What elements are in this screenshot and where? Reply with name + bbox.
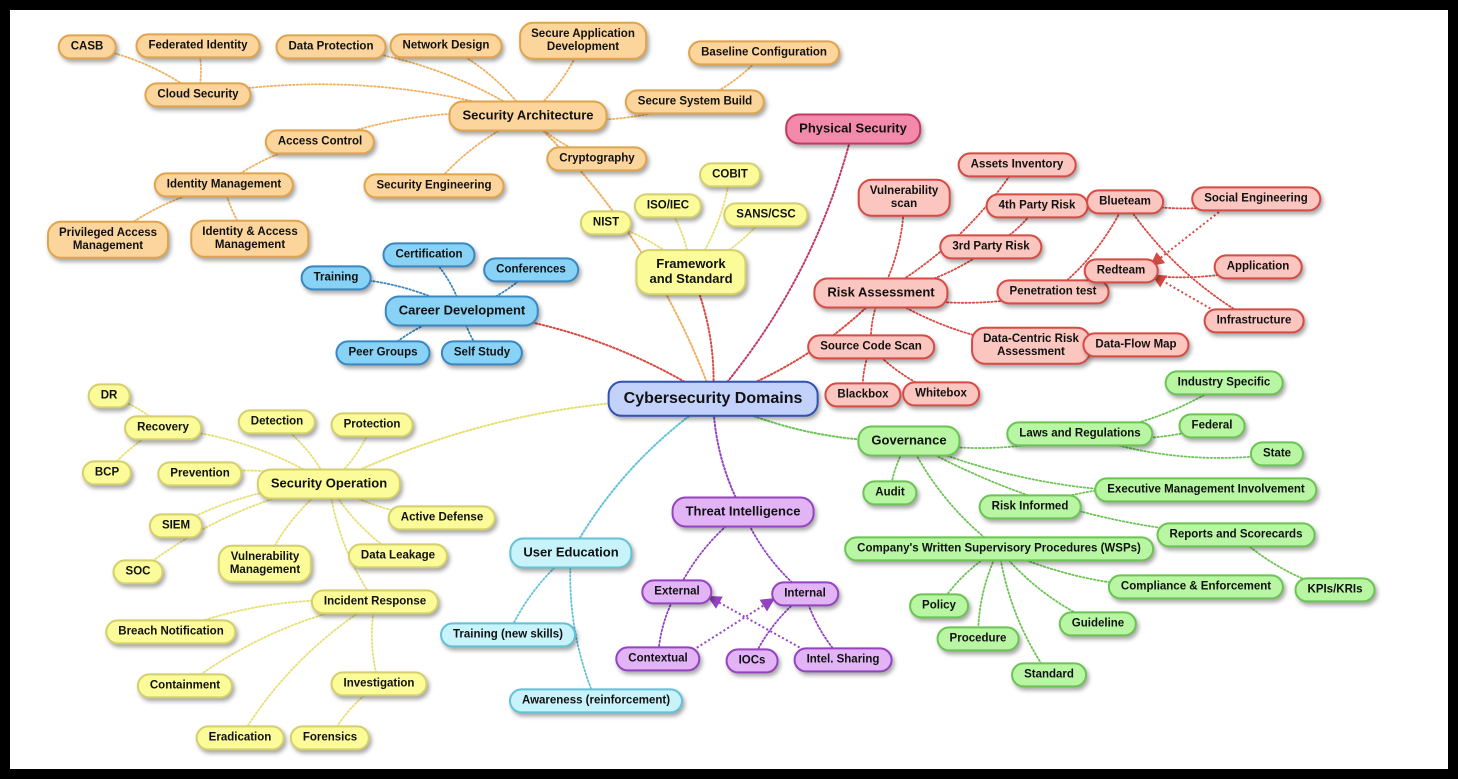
connector-root-usered bbox=[570, 398, 714, 554]
node-infra: Infrastructure bbox=[1203, 308, 1305, 334]
node-trainingnew: Training (new skills) bbox=[440, 622, 576, 648]
node-awareness: Awareness (reinforcement) bbox=[508, 688, 684, 714]
node-state: State bbox=[1249, 441, 1305, 467]
node-dataflow: Data-Flow Map bbox=[1082, 332, 1190, 358]
node-cert: Certification bbox=[382, 242, 476, 268]
connector-wsps-standard bbox=[998, 548, 1050, 676]
node-iso: ISO/IEC bbox=[633, 193, 703, 219]
node-root: Cybersecurity Domains bbox=[607, 380, 819, 418]
node-peer: Peer Groups bbox=[335, 340, 431, 366]
node-prevention: Prevention bbox=[157, 461, 243, 487]
node-fedid: Federated Identity bbox=[135, 33, 261, 59]
node-activedef: Active Defense bbox=[387, 505, 497, 531]
node-soceng: Social Engineering bbox=[1191, 186, 1321, 212]
node-eradication: Eradication bbox=[195, 725, 285, 751]
node-dr: DR bbox=[87, 383, 131, 409]
node-kpis: KPIs/KRIs bbox=[1294, 577, 1376, 603]
node-netdesign: Network Design bbox=[389, 33, 503, 59]
node-datacentric: Data-Centric Risk Assessment bbox=[971, 326, 1091, 366]
connector-root-physsec bbox=[712, 128, 854, 400]
node-policy: Policy bbox=[909, 593, 969, 619]
node-pam: Privileged Access Management bbox=[46, 220, 170, 260]
node-governance: Governance bbox=[857, 425, 961, 457]
node-sans: SANS/CSC bbox=[723, 202, 809, 228]
node-contextual: Contextual bbox=[615, 646, 701, 672]
node-intelsharing: Intel. Sharing bbox=[793, 647, 893, 673]
node-industry: Industry Specific bbox=[1164, 370, 1284, 396]
node-career: Career Development bbox=[384, 295, 540, 327]
node-usered: User Education bbox=[509, 537, 633, 569]
node-iam: Identity & Access Management bbox=[190, 219, 310, 259]
node-whitebox: Whitebox bbox=[902, 381, 980, 407]
node-standard: Standard bbox=[1011, 662, 1087, 688]
node-investigation: Investigation bbox=[330, 671, 428, 697]
mind-map-canvas: Cybersecurity Domains Security Architectu… bbox=[10, 10, 1448, 769]
node-forensics: Forensics bbox=[289, 725, 371, 751]
node-idmgmt: Identity Management bbox=[153, 172, 295, 198]
node-procedure: Procedure bbox=[936, 626, 1020, 652]
node-pentest: Penetration test bbox=[996, 279, 1110, 305]
node-laws: Laws and Regulations bbox=[1006, 421, 1154, 447]
node-dataprot: Data Protection bbox=[275, 34, 387, 60]
node-reports: Reports and Scorecards bbox=[1156, 522, 1316, 548]
node-secsysbuild: Secure System Build bbox=[624, 89, 766, 115]
node-compliance: Compliance & Enforcement bbox=[1107, 574, 1285, 600]
node-audit: Audit bbox=[862, 480, 918, 506]
node-dataleak: Data Leakage bbox=[347, 543, 449, 569]
node-accessctl: Access Control bbox=[264, 129, 376, 155]
node-threatintel: Threat Intelligence bbox=[671, 496, 815, 528]
node-secops: Security Operation bbox=[256, 468, 402, 500]
connector-usered-awareness bbox=[569, 552, 597, 702]
arrow-soceng-redteam bbox=[1149, 202, 1231, 267]
node-internal: Internal bbox=[771, 581, 839, 607]
connector-root-riskassess bbox=[712, 292, 882, 400]
node-casb: CASB bbox=[57, 34, 117, 60]
node-riskinformed: Risk Informed bbox=[978, 494, 1082, 520]
node-cobit: COBIT bbox=[699, 162, 761, 188]
node-bcp: BCP bbox=[81, 460, 133, 486]
node-protection: Protection bbox=[330, 412, 414, 438]
node-federal: Federal bbox=[1178, 413, 1246, 439]
node-external: External bbox=[641, 579, 713, 605]
node-siem: SIEM bbox=[148, 513, 204, 539]
node-4thparty: 4th Party Risk bbox=[985, 193, 1089, 219]
node-blueteam: Blueteam bbox=[1086, 189, 1164, 215]
node-vulnmgmt: Vulnerability Management bbox=[217, 544, 313, 584]
node-guideline: Guideline bbox=[1058, 611, 1138, 637]
node-nist: NIST bbox=[579, 210, 633, 236]
node-conf: Conferences bbox=[483, 257, 579, 283]
node-selfstudy: Self Study bbox=[440, 340, 524, 366]
node-soc: SOC bbox=[112, 559, 164, 585]
node-assets: Assets Inventory bbox=[957, 152, 1077, 178]
node-seceng: Security Engineering bbox=[363, 173, 505, 199]
node-redteam: Redteam bbox=[1083, 258, 1159, 284]
node-srcscan: Source Code Scan bbox=[807, 334, 935, 360]
node-3rdparty: 3rd Party Risk bbox=[939, 234, 1043, 260]
connector-incident-eradication bbox=[239, 601, 376, 739]
node-incident: Incident Response bbox=[310, 589, 440, 615]
arrow-contextual-internal bbox=[684, 598, 776, 656]
node-execmgmt: Executive Management Involvement bbox=[1094, 477, 1318, 503]
node-containment: Containment bbox=[136, 673, 234, 699]
node-physsec: Physical Security bbox=[785, 113, 921, 145]
node-cloudsec: Cloud Security bbox=[144, 82, 252, 108]
node-detection: Detection bbox=[237, 409, 317, 435]
node-crypto: Cryptography bbox=[546, 146, 648, 172]
node-secarch: Security Architecture bbox=[448, 100, 608, 132]
node-iocs: IOCs bbox=[725, 648, 779, 674]
node-recovery: Recovery bbox=[124, 415, 202, 441]
node-blackbox: Blackbox bbox=[824, 382, 902, 408]
node-framework: Framework and Standard bbox=[635, 249, 747, 295]
node-wsps: Company's Written Supervisory Procedures… bbox=[844, 536, 1154, 562]
node-breach: Breach Notification bbox=[105, 619, 237, 645]
node-secappdev: Secure Application Development bbox=[519, 21, 647, 61]
node-vulnscan: Vulnerability scan bbox=[857, 178, 951, 218]
node-training: Training bbox=[300, 265, 372, 291]
node-baseline: Baseline Configuration bbox=[688, 40, 840, 66]
node-application: Application bbox=[1213, 254, 1303, 280]
node-riskassess: Risk Assessment bbox=[813, 277, 949, 309]
